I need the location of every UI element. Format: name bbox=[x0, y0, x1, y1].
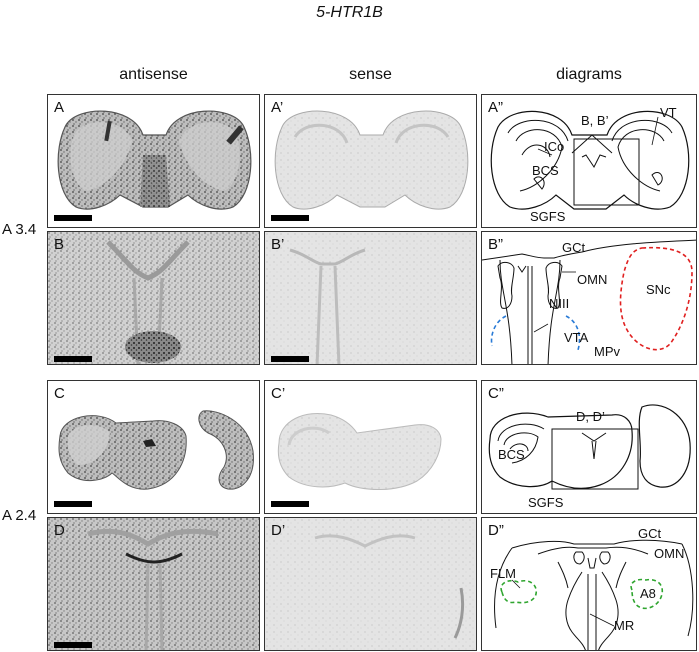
panel-d-sense: D’ bbox=[264, 517, 477, 651]
diagram-label-bcs: BCS bbox=[498, 447, 525, 462]
diagram-label-flm: FLM bbox=[490, 566, 516, 581]
scale-bar bbox=[54, 501, 92, 507]
diagram-label-sgfs: SGFS bbox=[530, 209, 566, 224]
panel-label: B’ bbox=[271, 236, 285, 253]
diagram-label-vta: VTA bbox=[564, 330, 589, 345]
panel-d-antisense: D bbox=[47, 517, 260, 651]
panel-c-antisense: C bbox=[47, 380, 260, 514]
diagram-label-bbprime: B, B’ bbox=[581, 113, 609, 128]
panel-label: D’ bbox=[271, 522, 286, 539]
panel-label: C bbox=[54, 385, 65, 402]
column-header-diagrams: diagrams bbox=[556, 66, 622, 83]
diagram-label-ddprime: D, D’ bbox=[576, 409, 605, 424]
panel-label: A” bbox=[488, 99, 503, 116]
brain-diagram: D, D’ BCS SGFS bbox=[488, 404, 691, 510]
diagram-label-omn: OMN bbox=[654, 546, 684, 561]
panel-label: A bbox=[54, 99, 65, 116]
flm-outline bbox=[500, 579, 538, 604]
panel-label: B bbox=[54, 236, 65, 253]
diagram-label-snc: SNc bbox=[646, 282, 671, 297]
panel-a-diagram: A” B, B’ VT ICo BCS SGFS bbox=[481, 94, 697, 228]
diagram-label-bcs: BCS bbox=[532, 163, 559, 178]
tissue-section-image bbox=[57, 110, 252, 210]
diagram-label-gct: GCt bbox=[638, 526, 662, 541]
brain-diagram: GCt OMN SNc NIII VTA MPv bbox=[482, 239, 696, 364]
panel-label: D bbox=[54, 522, 65, 539]
scale-bar bbox=[54, 356, 92, 362]
panel-b-antisense: B bbox=[47, 231, 260, 365]
tissue-section-image bbox=[265, 232, 476, 364]
vta-outline-right bbox=[565, 315, 581, 351]
tissue-section-image bbox=[277, 413, 442, 490]
diagram-label-mr: MR bbox=[614, 618, 634, 633]
tissue-section-image bbox=[265, 518, 476, 650]
snc-outline bbox=[619, 246, 693, 351]
panel-label: C” bbox=[488, 385, 504, 402]
vta-outline-left bbox=[490, 315, 507, 347]
panel-a-sense: A’ bbox=[264, 94, 477, 228]
tissue-section-image bbox=[48, 232, 259, 364]
panel-label: A’ bbox=[271, 99, 284, 116]
diagram-label-gct: GCt bbox=[562, 240, 586, 255]
panel-c-sense: C’ bbox=[264, 380, 477, 514]
figure-title: 5-HTR1B bbox=[316, 4, 383, 21]
diagram-label-a8: A8 bbox=[640, 586, 656, 601]
column-header-antisense: antisense bbox=[119, 66, 188, 83]
diagram-label-mpv: MPv bbox=[594, 344, 621, 359]
tissue-section-image bbox=[48, 518, 259, 650]
row-label-a34: A 3.4 bbox=[2, 221, 37, 238]
column-header-sense: sense bbox=[349, 66, 392, 83]
scale-bar bbox=[54, 215, 92, 221]
scale-bar bbox=[271, 215, 309, 221]
diagram-label-ico: ICo bbox=[544, 139, 564, 154]
panel-label: C’ bbox=[271, 385, 286, 402]
panel-d-diagram: D” GCt OMN FLM A8 MR bbox=[481, 517, 697, 651]
tissue-section-image bbox=[58, 410, 254, 490]
brain-diagram: GCt OMN FLM A8 MR bbox=[490, 526, 694, 650]
panel-b-diagram: B” GCt OMN SNc NIII VTA MPv bbox=[481, 231, 697, 365]
a8-outline bbox=[630, 578, 664, 610]
panel-label: B” bbox=[488, 236, 503, 253]
panel-c-diagram: C” D, D’ BCS SGFS bbox=[481, 380, 697, 514]
panel-b-sense: B’ bbox=[264, 231, 477, 365]
diagram-label-niii: NIII bbox=[549, 296, 569, 311]
scale-bar bbox=[54, 642, 92, 648]
scale-bar bbox=[271, 501, 309, 507]
tissue-section-image bbox=[274, 110, 469, 210]
panel-a-antisense: A bbox=[47, 94, 260, 228]
scale-bar bbox=[271, 356, 309, 362]
panel-label: D” bbox=[488, 522, 504, 539]
row-label-a24: A 2.4 bbox=[2, 507, 37, 524]
brain-diagram: B, B’ VT ICo BCS SGFS bbox=[490, 105, 690, 224]
diagram-label-sgfs: SGFS bbox=[528, 495, 564, 510]
diagram-label-vt: VT bbox=[660, 105, 677, 120]
diagram-label-omn: OMN bbox=[577, 272, 607, 287]
